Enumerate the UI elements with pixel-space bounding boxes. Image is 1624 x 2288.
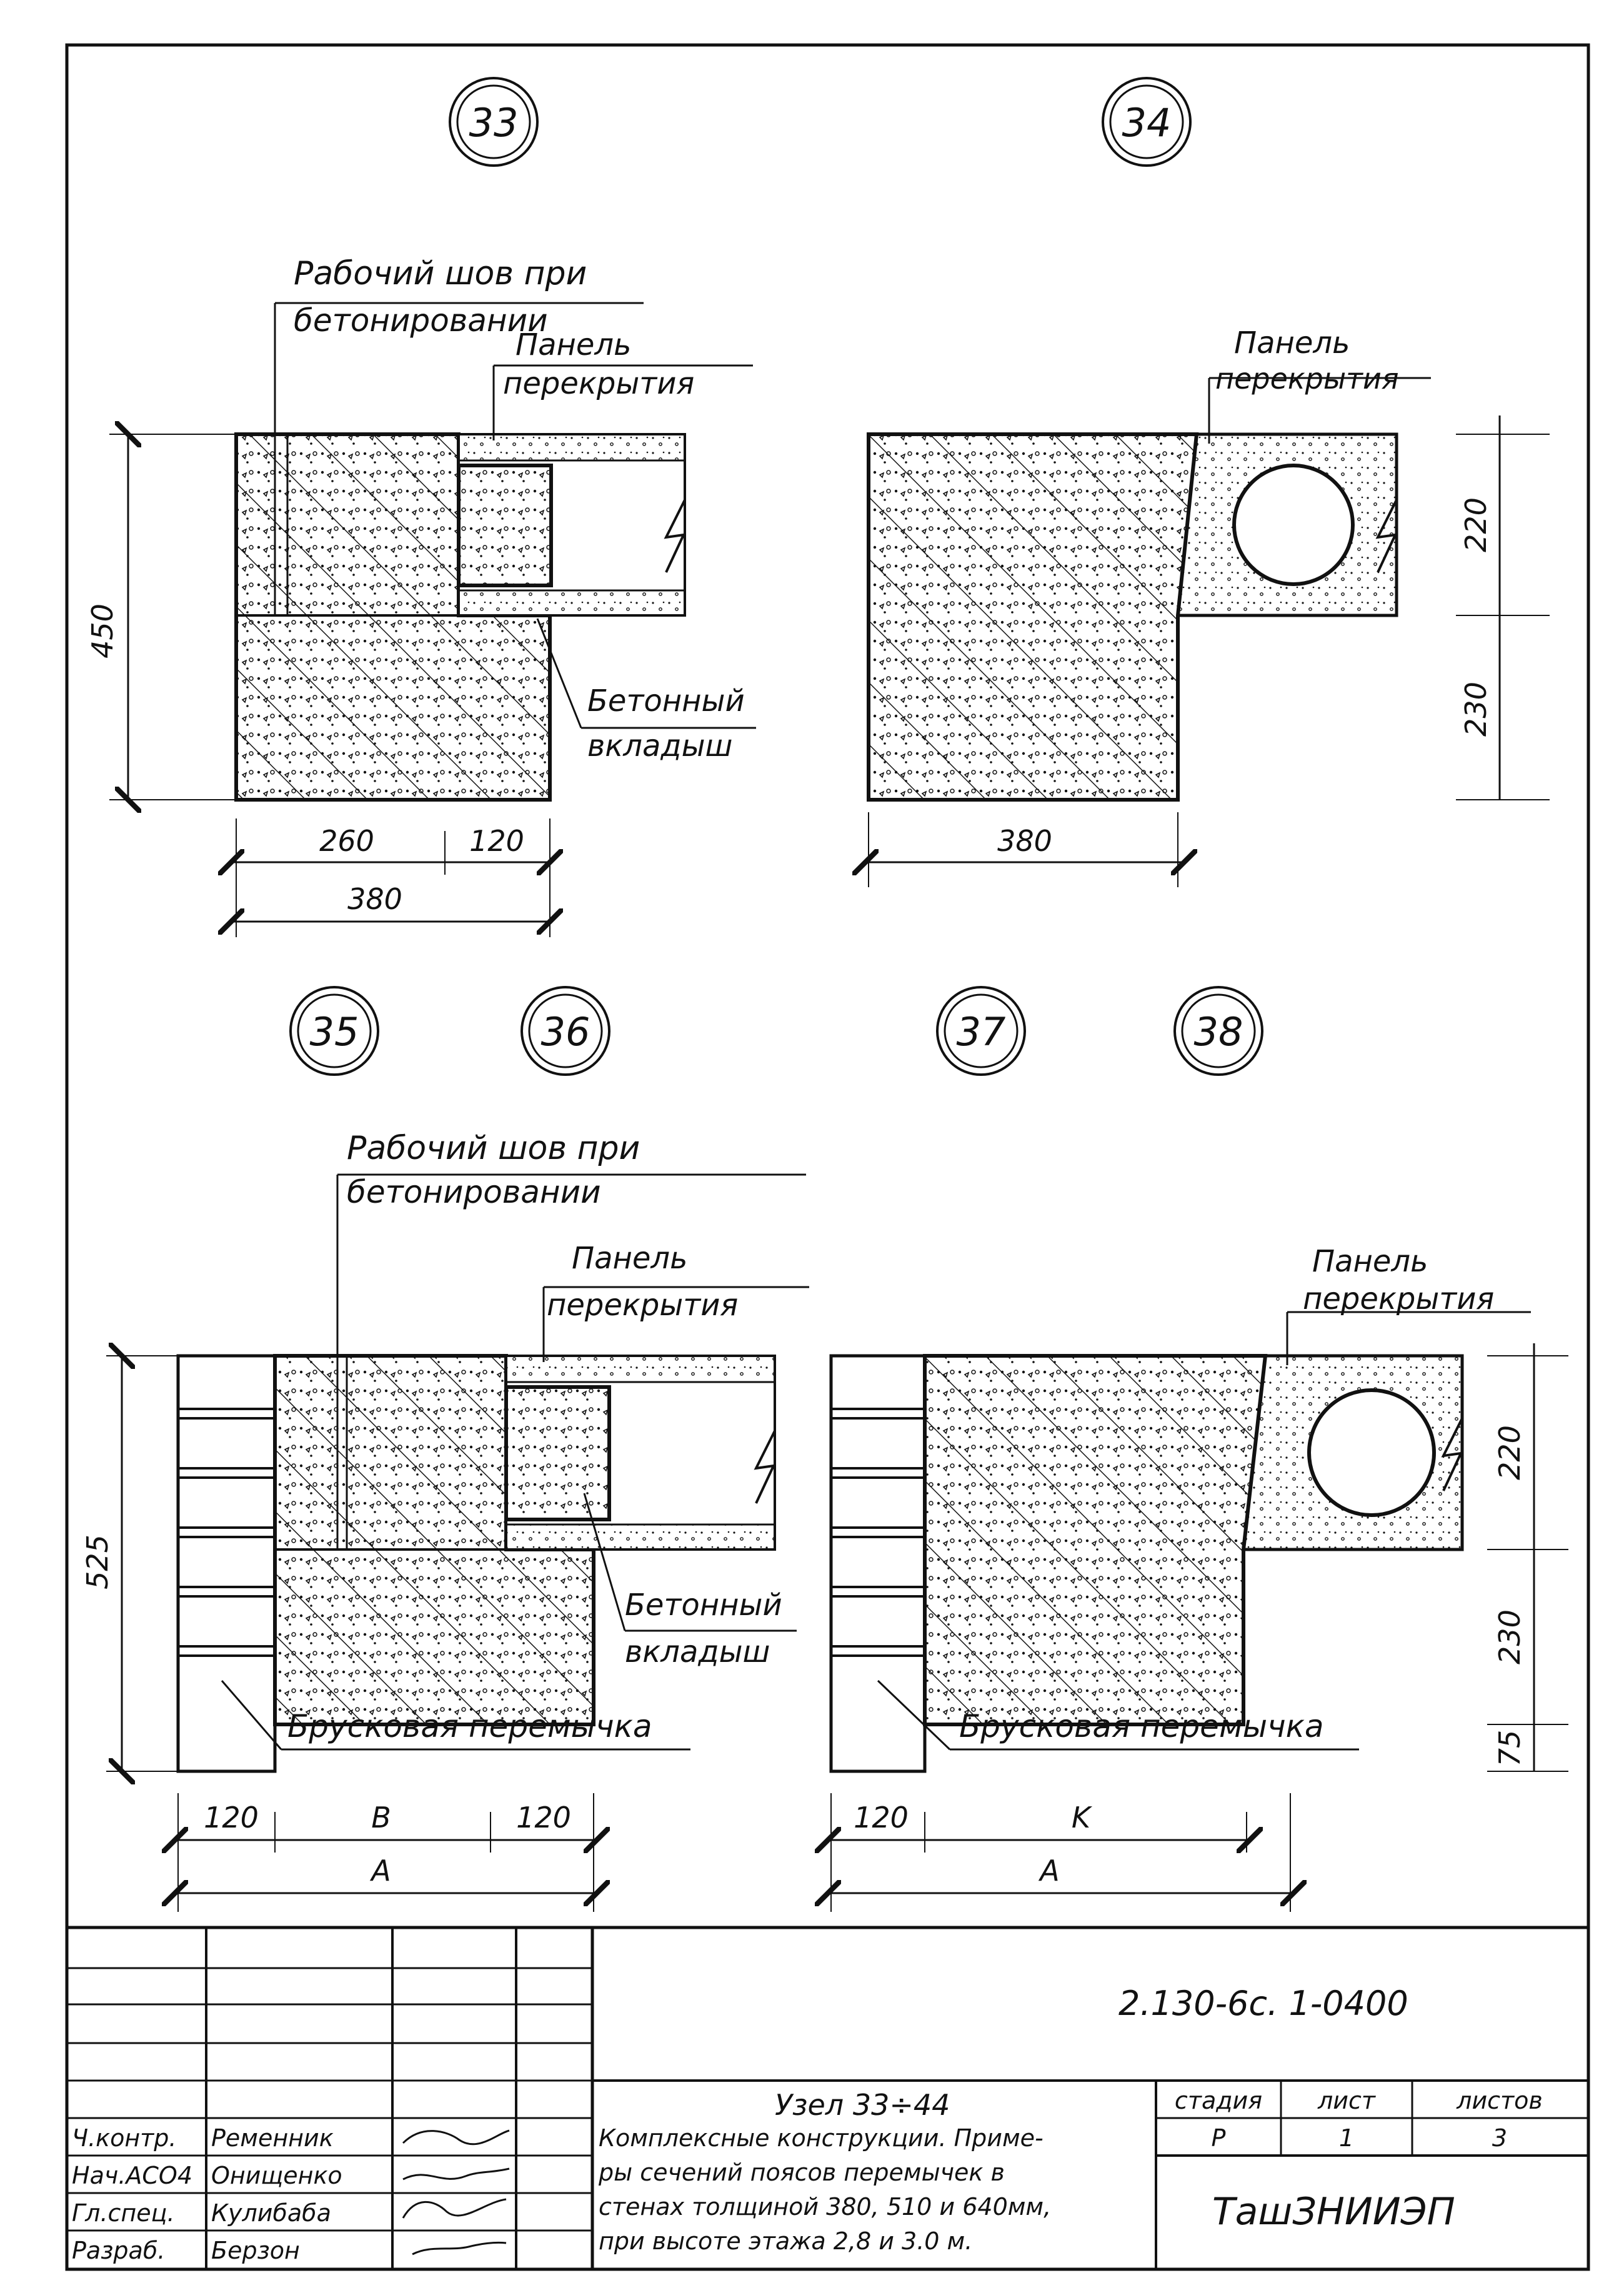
node-label-34: 34 bbox=[1122, 100, 1172, 146]
panel-label-35a: Панель bbox=[572, 1241, 687, 1276]
dim-120-37: 120 bbox=[854, 1801, 909, 1834]
description-line-2: ры сечений поясов перемычек в bbox=[598, 2159, 1005, 2186]
node-bubble-34 bbox=[1102, 77, 1192, 167]
panel-label-37b: перекрытия bbox=[1303, 1281, 1494, 1316]
node-bubble-35 bbox=[289, 986, 379, 1076]
signature-4 bbox=[412, 2241, 507, 2256]
dim-k: K bbox=[1072, 1801, 1093, 1834]
stage-value: Р bbox=[1212, 2124, 1226, 2152]
name-3: Кулибаба bbox=[211, 2199, 331, 2227]
dim-380-34: 380 bbox=[997, 824, 1052, 858]
document-code: 2.130-6с. 1-0400 bbox=[1118, 1984, 1408, 2023]
dim-380-33: 380 bbox=[347, 882, 402, 916]
panel-void-37 bbox=[1307, 1388, 1436, 1517]
dim-120-35a: 120 bbox=[204, 1801, 259, 1834]
panel-label-33b: перекрытия bbox=[503, 366, 694, 401]
node-label-33: 33 bbox=[469, 100, 519, 146]
panel-label-37a: Панель bbox=[1312, 1244, 1428, 1279]
stage-header: стадия bbox=[1175, 2087, 1262, 2114]
node-bubble-37 bbox=[936, 986, 1026, 1076]
dim-230-37: 230 bbox=[1493, 1609, 1527, 1664]
node-bubble-38 bbox=[1173, 986, 1263, 1076]
lintel-label-37: Брусковая перемычка bbox=[959, 1708, 1324, 1744]
dim-525: 525 bbox=[81, 1534, 114, 1589]
section-35-36: 35 36 Рабочий шов при бетонировании Пане… bbox=[81, 986, 809, 1912]
panel-label-34a: Панель bbox=[1234, 326, 1350, 361]
insert-label-35b: вкладыш bbox=[625, 1634, 770, 1669]
dim-260: 260 bbox=[319, 824, 374, 858]
title-block: 2.130-6с. 1-0400 Узел 33÷44 Комплексные … bbox=[67, 1926, 1588, 2269]
work-joint-label-33b: бетонировании bbox=[294, 302, 548, 339]
bar-lintel-35 bbox=[176, 1354, 277, 1773]
section-34: 34 Панель перекрытия 220 230 380 bbox=[865, 77, 1550, 887]
description-line-4: при высоте этажа 2,8 и 3.0 м. bbox=[599, 2227, 972, 2255]
node-label-35: 35 bbox=[310, 1009, 359, 1055]
name-2: Онищенко bbox=[211, 2162, 342, 2189]
insert-label-33a: Бетонный bbox=[587, 684, 745, 719]
panel-label-33a: Панель bbox=[516, 327, 631, 362]
dim-75: 75 bbox=[1493, 1730, 1527, 1767]
dim-450: 450 bbox=[86, 604, 119, 659]
panel-void-34 bbox=[1232, 464, 1355, 586]
sheet-frame bbox=[65, 43, 1590, 2271]
concrete-insert-33 bbox=[457, 464, 553, 587]
node-bubble-36 bbox=[521, 986, 610, 1076]
node-bubble-33 bbox=[449, 77, 539, 167]
insert-label-33b: вкладыш bbox=[587, 729, 732, 763]
section-37-38: 37 38 Панель перекрытия Брусковая перемы… bbox=[828, 986, 1568, 1912]
sheets-value: 3 bbox=[1492, 2124, 1507, 2152]
organization-name: ТашЗНИИЭП bbox=[1212, 2190, 1455, 2234]
description-line-3: стенах толщиной 380, 510 и 640мм, bbox=[599, 2193, 1051, 2221]
work-joint-label-35b: бетонировании bbox=[347, 1174, 601, 1210]
signature-1 bbox=[402, 2129, 510, 2146]
role-2: Нач.АСО4 bbox=[72, 2162, 192, 2189]
dim-220-37: 220 bbox=[1493, 1425, 1527, 1480]
concrete-insert-35 bbox=[504, 1385, 611, 1521]
dim-b: B bbox=[371, 1801, 391, 1834]
role-4: Разраб. bbox=[72, 2237, 165, 2264]
panel-label-35b: перекрытия bbox=[547, 1288, 738, 1323]
dim-120-33: 120 bbox=[469, 824, 524, 858]
role-3: Гл.спец. bbox=[72, 2199, 175, 2227]
name-4: Берзон bbox=[211, 2237, 300, 2264]
insert-label-35a: Бетонный bbox=[625, 1588, 782, 1623]
dim-220-34: 220 bbox=[1459, 497, 1493, 552]
signature-3 bbox=[402, 2198, 507, 2219]
node-title: Узел 33÷44 bbox=[775, 2088, 950, 2122]
work-joint-label-35a: Рабочий шов при bbox=[347, 1130, 640, 1167]
sheet-value: 1 bbox=[1339, 2124, 1354, 2152]
dim-a-37: A bbox=[1038, 1854, 1059, 1888]
role-1: Ч.контр. bbox=[72, 2124, 177, 2152]
name-1: Ременник bbox=[211, 2124, 334, 2152]
description-line-1: Комплексные конструкции. Приме- bbox=[599, 2124, 1044, 2152]
panel-label-34b: перекрытия bbox=[1215, 362, 1399, 395]
dim-120-35b: 120 bbox=[516, 1801, 571, 1834]
node-label-36: 36 bbox=[541, 1009, 590, 1055]
work-joint-label-33a: Рабочий шов при bbox=[294, 255, 587, 292]
node-label-37: 37 bbox=[957, 1009, 1006, 1055]
signature-2 bbox=[402, 2167, 510, 2181]
dim-a-35: A bbox=[369, 1854, 391, 1888]
section-33: 33 Рабочий шов при бетонировании Панель … bbox=[86, 77, 756, 937]
node-label-38: 38 bbox=[1194, 1009, 1243, 1055]
dim-230-34: 230 bbox=[1459, 682, 1493, 737]
lintel-label-35: Брусковая перемычка bbox=[287, 1708, 652, 1744]
sheet-header: лист bbox=[1317, 2087, 1377, 2114]
sheets-header: листов bbox=[1456, 2087, 1543, 2114]
